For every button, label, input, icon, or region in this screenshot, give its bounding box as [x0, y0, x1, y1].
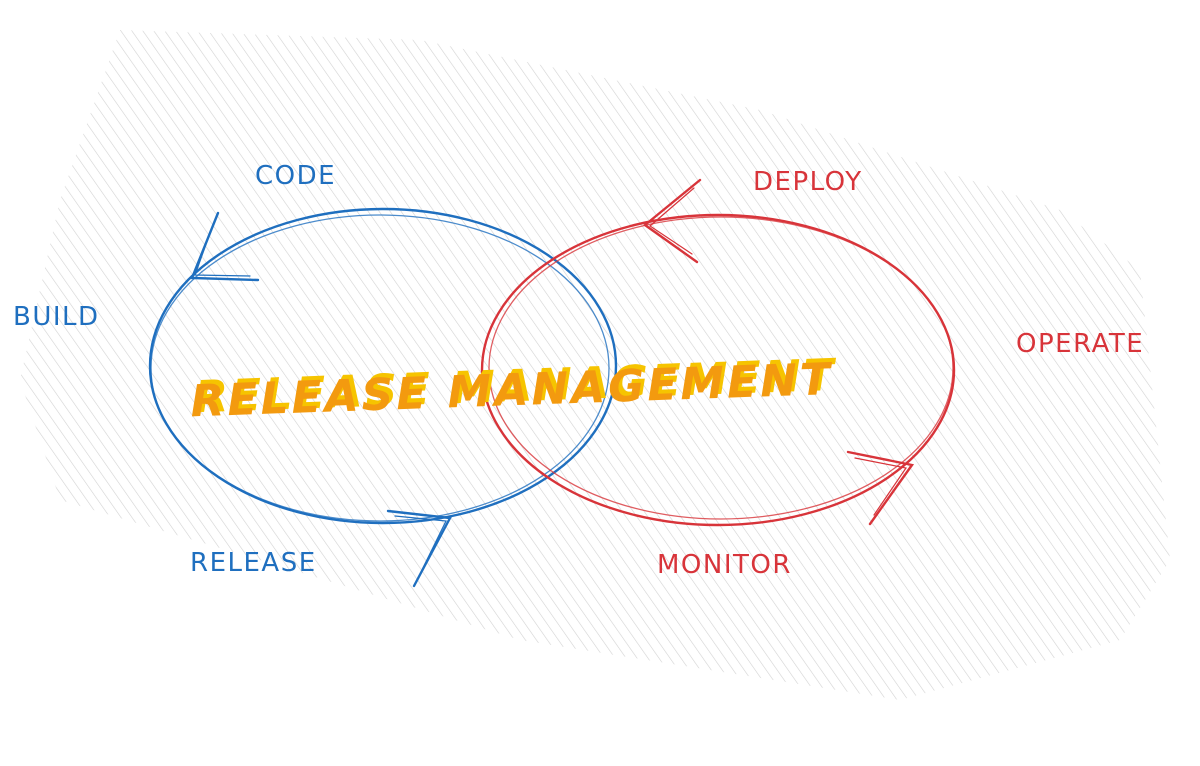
step-label-monitor: MONITOR	[657, 550, 792, 580]
step-label-operate: OPERATE	[1016, 329, 1144, 359]
hatched-background	[20, 30, 1170, 700]
step-label-build: BUILD	[13, 302, 100, 332]
step-label-code: CODE	[255, 161, 336, 191]
dev-cycle-circle	[148, 207, 618, 525]
ops-cycle	[480, 178, 956, 527]
dev-cycle	[148, 207, 618, 588]
ops-cycle-arrow-top	[643, 178, 702, 264]
ops-cycle-circle-sketch	[488, 216, 954, 520]
ops-cycle-circle	[480, 213, 956, 527]
dev-cycle-arrow-bottom	[386, 509, 452, 588]
dev-cycle-circle-sketch	[150, 214, 610, 522]
step-label-deploy: DEPLOY	[753, 167, 863, 197]
ops-cycle-arrow-bottom	[846, 450, 915, 526]
step-label-release: RELEASE	[190, 548, 317, 578]
